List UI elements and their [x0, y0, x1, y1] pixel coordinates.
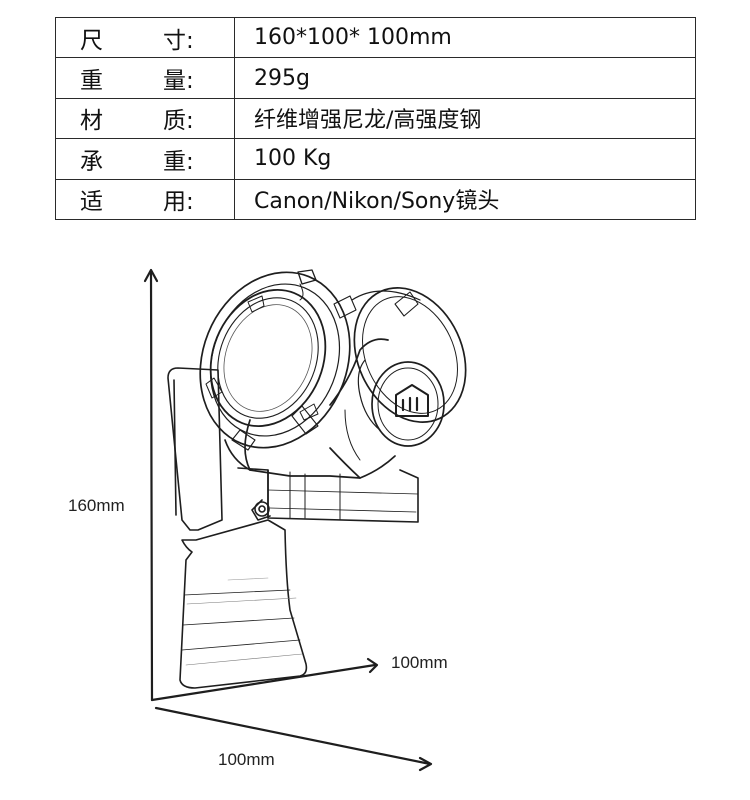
depth-dimension-line	[150, 663, 377, 702]
spec-label-char: 重	[80, 68, 103, 95]
dimension-arrows	[143, 268, 433, 772]
spec-row-size: 尺 寸: 160*100* 100mm	[55, 16, 696, 59]
arrow-head-icon	[418, 756, 433, 772]
knob-icon	[254, 501, 270, 517]
bayonet-ring	[209, 289, 327, 427]
lens-mount-body	[199, 269, 467, 479]
spec-table: 尺寸: 160*100* 100mm 重量: 295g 材质: 纤维增强尼龙/高…	[55, 16, 696, 220]
spec-label: 承 重:	[55, 138, 235, 180]
spec-label-char: 适	[80, 189, 103, 216]
spec-label-char: 质:	[163, 108, 194, 135]
spec-label-char: 量:	[163, 68, 194, 95]
width-dimension-line	[154, 706, 432, 766]
height-dimension-line	[149, 270, 154, 702]
spec-value-material: 纤维增强尼龙/高强度钢	[234, 97, 696, 140]
spec-label-char: 重:	[163, 148, 194, 175]
spec-label-char: 尺	[80, 27, 103, 54]
arrow-head-icon	[143, 268, 159, 283]
mounting-plate	[167, 367, 308, 689]
width-dimension-label: 100mm	[218, 750, 275, 769]
lock-knob	[371, 361, 445, 447]
height-dimension-label: 160mm	[68, 496, 125, 515]
spec-label: 重 量:	[55, 57, 235, 99]
spec-value-compat: Canon/Nikon/Sony镜头	[234, 178, 696, 220]
arrow-head-icon	[366, 657, 379, 674]
spec-label-char: 寸:	[163, 27, 194, 54]
base-clamp	[237, 467, 419, 523]
spec-value-load: 100 Kg	[234, 138, 696, 180]
depth-dimension-label: 100mm	[391, 653, 448, 672]
spec-row-compat: 适 用: Canon/Nikon/Sony镜头	[55, 178, 696, 220]
top-screw-icon	[297, 269, 317, 285]
spec-row-load: 承 重: 100 Kg	[55, 138, 696, 180]
spec-row-material: 材 质: 纤维增强尼龙/高强度钢	[55, 97, 696, 140]
spec-label: 适 用:	[55, 178, 235, 220]
brand-logo-icon	[395, 384, 429, 417]
spec-label: 尺 寸:	[55, 16, 235, 59]
spec-label-char: 用:	[163, 189, 194, 216]
spec-value-size: 160*100* 100mm	[234, 16, 696, 59]
spec-label-char: 材	[80, 108, 103, 135]
spec-label-char: 承	[80, 148, 103, 175]
